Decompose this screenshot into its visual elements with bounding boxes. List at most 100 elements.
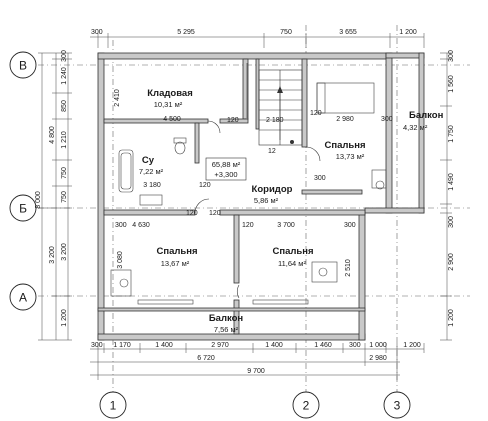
stair-step-count: 12: [268, 148, 276, 155]
axis-label-3: 3: [394, 399, 401, 413]
room-corridor: Коридор 5,86 м²: [252, 184, 293, 205]
bottom-dim-1200: 1 200: [403, 342, 421, 349]
room-name-bath: Су: [142, 155, 155, 166]
inner-dim-120d: 120: [186, 210, 198, 217]
left-dim-1210: 1 210: [61, 131, 68, 149]
axis-label-a: А: [19, 291, 27, 305]
top-dimension-chain: 300 5 295 750 3 655 1 200: [90, 29, 425, 48]
right-dim-1560: 1 560: [448, 75, 455, 93]
room-bedroom-s: Спальня 11,64 м² 3 700: [272, 222, 313, 268]
axis-label-2: 2: [303, 399, 310, 413]
right-dim-1490: 1 490: [448, 173, 455, 191]
stair-level: +3,300: [214, 170, 237, 179]
room-area-storage: 10,31 м²: [154, 100, 183, 109]
inner-dim-2180: 2 180: [266, 117, 284, 124]
axis-bubble-v: В: [9, 51, 37, 79]
bottom-dim-1400a: 1 400: [155, 342, 173, 349]
right-dim-300a: 300: [448, 50, 455, 62]
room-area-bath: 7,22 м²: [139, 167, 164, 176]
room-balcony-east: Балкон 4,32 м²: [403, 110, 444, 132]
left-dimension-chains: 8 000 4 800 3 200 300 1 240 850 1 210 75…: [35, 50, 72, 341]
inner-dim-300a: 300: [381, 116, 393, 123]
right-dim-1750: 1 750: [448, 125, 455, 143]
bottom-dim-2980: 2 980: [369, 355, 387, 362]
room-dim-bedroom-ne: 2 980: [336, 116, 354, 123]
inner-dim-300c: 300: [344, 222, 356, 229]
room-name-bedroom-s: Спальня: [272, 246, 313, 257]
room-dim-bath: 3 180: [143, 182, 161, 189]
inner-dim-120a: 120: [227, 117, 239, 124]
bottom-dim-300a: 300: [91, 342, 103, 349]
left-dim-750b: 750: [61, 191, 68, 203]
axis-bubble-1: 1: [99, 391, 127, 419]
bottom-dim-300b: 300: [349, 342, 361, 349]
right-dim-2900: 2 900: [448, 253, 455, 271]
room-name-balcony-east: Балкон: [409, 110, 444, 121]
room-dim-bedroom-sw: 4 630: [132, 222, 150, 229]
room-name-corridor: Коридор: [252, 184, 293, 195]
room-area-bedroom-s: 11,64 м²: [278, 259, 306, 268]
room-bedroom-ne: Спальня 13,73 м² 2 980: [324, 116, 365, 161]
room-balcony-south: Балкон 7,56 м²: [209, 313, 244, 334]
room-dim-storage: 4 500: [163, 116, 181, 123]
inner-dim-120b: 120: [310, 110, 322, 117]
axis-bubble-b: Б: [9, 194, 37, 222]
left-dim-3200b: 3 200: [61, 243, 68, 261]
inner-dim-120f: 120: [242, 222, 254, 229]
walls: [97, 52, 425, 341]
left-dim-300: 300: [61, 50, 68, 62]
top-dim-5295: 5 295: [177, 29, 195, 36]
room-name-balcony-south: Балкон: [209, 313, 244, 324]
inner-dim-2510: 2 510: [345, 259, 352, 277]
stair-area-box: 65,88 м² +3,300 12: [205, 148, 276, 181]
axis-bubble-a: А: [9, 283, 37, 311]
room-area-corridor: 5,86 м²: [254, 196, 279, 205]
top-dim-3655: 3 655: [339, 29, 357, 36]
left-dim-850: 850: [61, 100, 68, 112]
axis-bubble-3: 3: [383, 391, 411, 419]
axis-bubble-2: 2: [292, 391, 320, 419]
staircase: [258, 69, 303, 146]
room-dim-bedroom-s: 3 700: [277, 222, 295, 229]
room-name-storage: Кладовая: [147, 88, 193, 99]
room-name-bedroom-sw: Спальня: [156, 246, 197, 257]
right-dimension-chain: 300 1 560 1 750 1 490 300 2 900 1 200: [440, 50, 455, 341]
room-area-bedroom-sw: 13,67 м²: [161, 259, 190, 268]
inner-dimensions: 120 2 180 120 300 120 120 120 300 120 30…: [114, 89, 393, 277]
left-dim-8000: 8 000: [35, 191, 42, 209]
right-dim-1200: 1 200: [448, 309, 455, 327]
top-dim-300: 300: [91, 29, 103, 36]
bottom-dim-1170: 1 170: [113, 342, 131, 349]
room-bath: Су 7,22 м² 3 180: [139, 155, 164, 189]
axis-label-v: В: [19, 59, 27, 73]
inner-dim-120c: 120: [199, 182, 211, 189]
left-dim-1200: 1 200: [61, 309, 68, 327]
axis-label-b: Б: [19, 202, 27, 216]
top-dim-750: 750: [280, 29, 292, 36]
room-storage: Кладовая 10,31 м² 4 500: [147, 88, 193, 123]
bottom-dim-9700: 9 700: [247, 368, 265, 375]
bottom-dimension-chains: 300 1 170 1 400 2 970 1 400 1 460 300 1 …: [90, 342, 425, 380]
left-dim-750a: 750: [61, 167, 68, 179]
room-area-balcony-south: 7,56 м²: [214, 325, 239, 334]
inner-dim-120e: 120: [209, 210, 221, 217]
left-dim-1240: 1 240: [61, 67, 68, 85]
bottom-dim-1460: 1 460: [314, 342, 332, 349]
furniture: [110, 63, 387, 305]
inner-dim-3080: 3 080: [117, 251, 124, 269]
inner-dim-300d: 300: [314, 175, 326, 182]
left-dim-3200: 3 200: [49, 246, 56, 264]
bottom-dim-1400b: 1 400: [265, 342, 283, 349]
room-name-bedroom-ne: Спальня: [324, 140, 365, 151]
stair-total-area: 65,88 м²: [212, 160, 241, 169]
bottom-dim-2970: 2 970: [211, 342, 229, 349]
inner-dim-2410: 2 410: [114, 89, 121, 107]
right-dim-300b: 300: [448, 216, 455, 228]
room-area-balcony-east: 4,32 м²: [403, 123, 428, 132]
room-bedroom-sw: Спальня 13,67 м² 4 630: [132, 222, 197, 268]
axis-label-1: 1: [110, 399, 117, 413]
top-dim-1200: 1 200: [399, 29, 417, 36]
room-area-bedroom-ne: 13,73 м²: [336, 152, 365, 161]
left-dim-4800: 4 800: [49, 126, 56, 144]
